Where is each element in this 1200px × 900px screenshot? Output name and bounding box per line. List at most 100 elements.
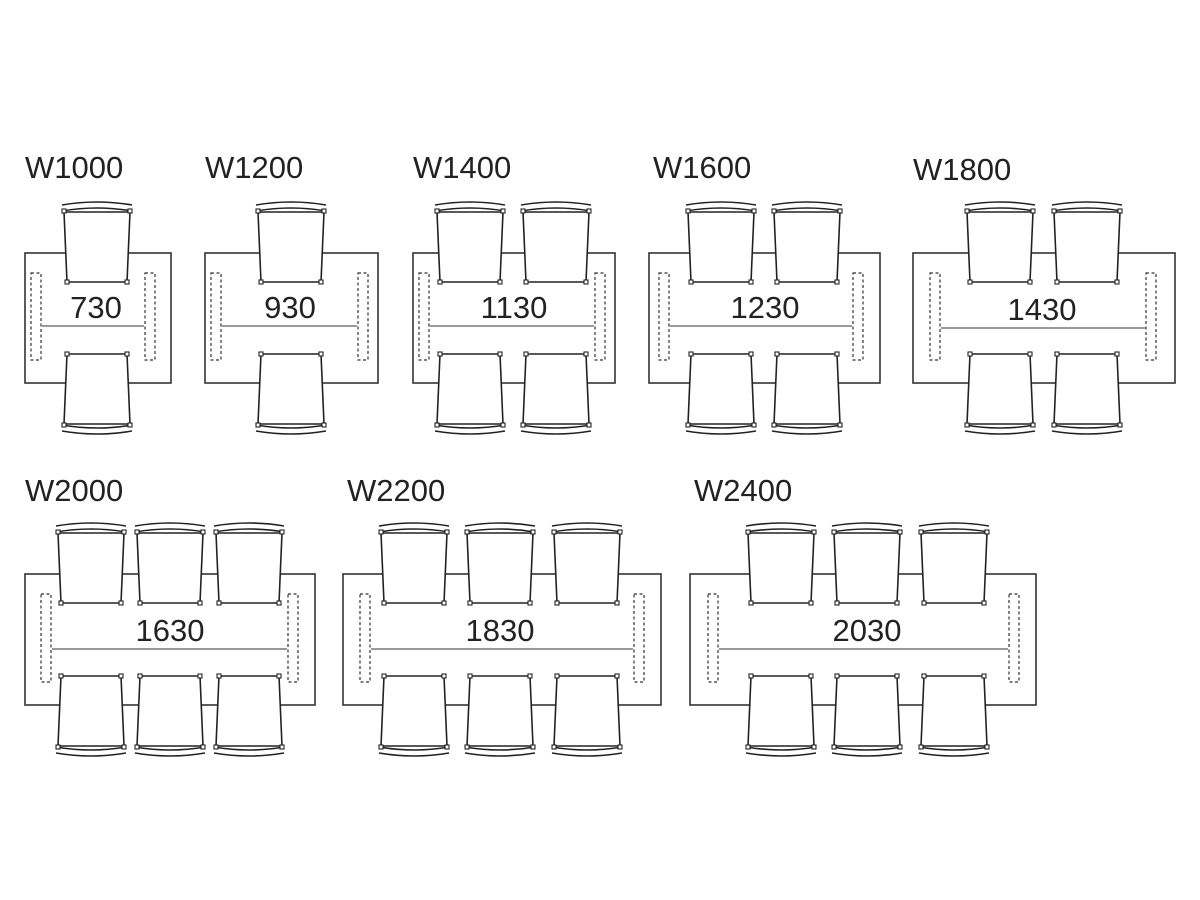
chair-icon xyxy=(551,673,623,757)
table-w1200: W1200 930 xyxy=(204,150,379,435)
chair-icon xyxy=(551,522,623,606)
chair-backrest xyxy=(1051,424,1123,429)
chair-icon xyxy=(378,673,450,757)
chair-backrest xyxy=(745,746,817,751)
chair-foot xyxy=(774,279,780,285)
chairs-bottom xyxy=(685,351,843,435)
chair-seat xyxy=(920,675,988,747)
chair-icon xyxy=(378,522,450,606)
leg-frame-left xyxy=(658,272,670,361)
chair-backrest xyxy=(964,430,1036,435)
chair-backrest xyxy=(520,424,592,429)
chair-foot xyxy=(834,600,840,606)
chair-foot xyxy=(551,529,557,535)
chairs-bottom xyxy=(964,351,1123,435)
chair-foot xyxy=(811,744,817,750)
chair-foot xyxy=(437,351,443,357)
chair-seat xyxy=(436,353,504,425)
chair-foot xyxy=(964,422,970,428)
chair-foot xyxy=(967,351,973,357)
chair-seat xyxy=(1053,353,1121,425)
chair-foot xyxy=(1027,279,1033,285)
leg-span-label: 1130 xyxy=(481,290,548,325)
chair-foot xyxy=(467,673,473,679)
leg-frame-right xyxy=(357,272,369,361)
chair-foot xyxy=(748,351,754,357)
chair-seat xyxy=(553,675,621,747)
chair-foot xyxy=(894,600,900,606)
chair-foot xyxy=(583,351,589,357)
chair-backrest xyxy=(771,207,843,212)
chairs-top xyxy=(964,201,1123,285)
chair-backrest xyxy=(255,430,327,435)
leg-span-label: 2030 xyxy=(833,613,902,648)
chair-backrest xyxy=(685,424,757,429)
chair-foot xyxy=(586,208,592,214)
width-label: W2200 xyxy=(347,473,445,508)
chair-backrest xyxy=(134,528,206,533)
leg-frame-right xyxy=(287,593,299,683)
chair-seat xyxy=(215,532,283,604)
chair-seat xyxy=(380,675,448,747)
chair-backrest xyxy=(378,752,450,757)
chair-foot xyxy=(554,600,560,606)
chair-icon xyxy=(55,673,127,757)
chair-backrest xyxy=(464,528,536,533)
table-w1600: W1600 1230 xyxy=(648,150,881,435)
chair-backrest xyxy=(464,522,536,527)
chair-foot xyxy=(520,208,526,214)
chair-foot xyxy=(523,351,529,357)
chair-backrest xyxy=(1051,207,1123,212)
chair-foot xyxy=(279,744,285,750)
chair-foot xyxy=(527,600,533,606)
chair-foot xyxy=(276,600,282,606)
chair-icon xyxy=(771,351,843,435)
leg-frame-left xyxy=(210,272,222,361)
chair-backrest xyxy=(134,746,206,751)
chair-backrest xyxy=(61,424,133,429)
chair-backrest xyxy=(520,201,592,206)
chair-backrest xyxy=(831,522,903,527)
chair-backrest xyxy=(918,528,990,533)
chair-icon xyxy=(464,522,536,606)
chair-foot xyxy=(1117,422,1123,428)
chair-backrest xyxy=(434,430,506,435)
chair-icon xyxy=(213,522,285,606)
chair-backrest xyxy=(378,528,450,533)
leg-frame-left xyxy=(707,593,719,683)
chair-seat xyxy=(687,353,755,425)
leg-span-label: 1630 xyxy=(136,613,205,648)
chair-foot xyxy=(981,600,987,606)
chair-backrest xyxy=(134,752,206,757)
chair-foot xyxy=(127,208,133,214)
chair-foot xyxy=(614,600,620,606)
table-top xyxy=(648,252,881,384)
chair-seat xyxy=(833,532,901,604)
chair-foot xyxy=(897,744,903,750)
chair-icon xyxy=(1051,351,1123,435)
chair-foot xyxy=(520,422,526,428)
chair-backrest xyxy=(918,746,990,751)
chair-foot xyxy=(255,422,261,428)
chair-backrest xyxy=(918,752,990,757)
chair-foot xyxy=(441,600,447,606)
chair-foot xyxy=(921,600,927,606)
leg-frame-right xyxy=(594,272,606,361)
chair-foot xyxy=(121,529,127,535)
chair-foot xyxy=(808,673,814,679)
chairs-bottom xyxy=(61,351,133,435)
chair-foot xyxy=(837,422,843,428)
chair-icon xyxy=(1051,201,1123,285)
chair-foot xyxy=(1054,351,1060,357)
chair-foot xyxy=(255,208,261,214)
chair-backrest xyxy=(55,522,127,527)
chair-backrest xyxy=(61,201,133,206)
chair-foot xyxy=(464,529,470,535)
chair-foot xyxy=(523,279,529,285)
chair-foot xyxy=(464,744,470,750)
chair-foot xyxy=(745,529,751,535)
chair-backrest xyxy=(55,752,127,757)
chair-foot xyxy=(213,744,219,750)
chair-backrest xyxy=(551,752,623,757)
chair-foot xyxy=(500,422,506,428)
